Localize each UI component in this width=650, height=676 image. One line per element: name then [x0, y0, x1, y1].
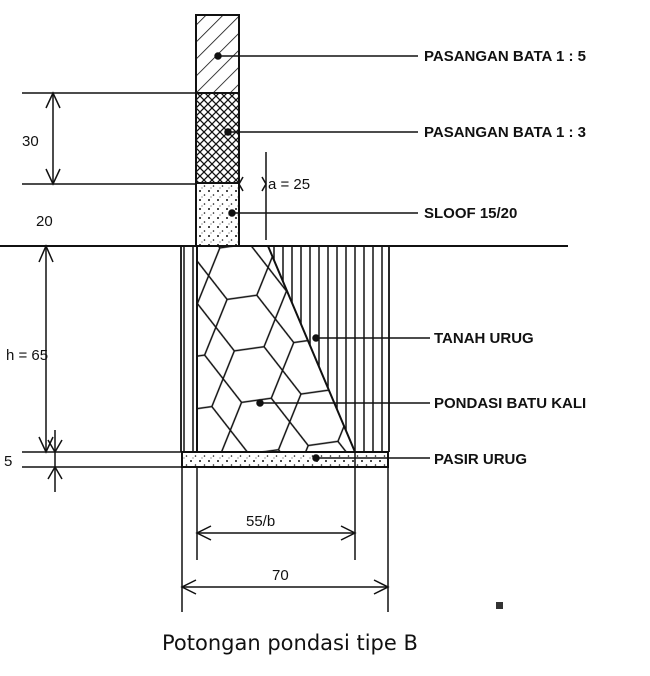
label-sloof: SLOOF 15/20: [424, 205, 517, 222]
dim-label-a: a = 25: [268, 176, 310, 193]
dim-label-20: 20: [36, 213, 53, 230]
label-pondasi-batu-kali: PONDASI BATU KALI: [434, 395, 586, 412]
speck-mark: [496, 602, 503, 609]
label-bata-1-3: PASANGAN BATA 1 : 3: [424, 124, 586, 141]
sand-bedding: [181, 451, 389, 468]
figure-caption: Potongan pondasi tipe B: [162, 631, 418, 655]
leader-batukali: [256, 399, 430, 407]
leader-sloof: [228, 209, 418, 217]
leader-tanah: [312, 334, 430, 342]
leader-bata13: [224, 128, 418, 136]
dim-5: [22, 430, 182, 492]
label-tanah-urug: TANAH URUG: [434, 330, 534, 347]
leader-pasir: [312, 454, 430, 462]
dim-label-h: h = 65: [6, 347, 48, 364]
dim-70: [180, 467, 390, 612]
backfill-left: [180, 246, 197, 452]
dim-label-5: 5: [4, 453, 12, 470]
label-pasir-urug: PASIR URUG: [434, 451, 527, 468]
dim-30: [22, 91, 196, 186]
dim-label-30: 30: [22, 133, 39, 150]
dim-label-b: 55/b: [246, 513, 275, 530]
brick-wall-1-3: [195, 92, 240, 184]
dim-label-70: 70: [272, 567, 289, 584]
leader-bata15: [214, 52, 418, 60]
backfill-right: [268, 246, 390, 452]
dim-b: [195, 452, 357, 560]
dim-a: [238, 152, 267, 240]
label-bata-1-5: PASANGAN BATA 1 : 5: [424, 48, 586, 65]
